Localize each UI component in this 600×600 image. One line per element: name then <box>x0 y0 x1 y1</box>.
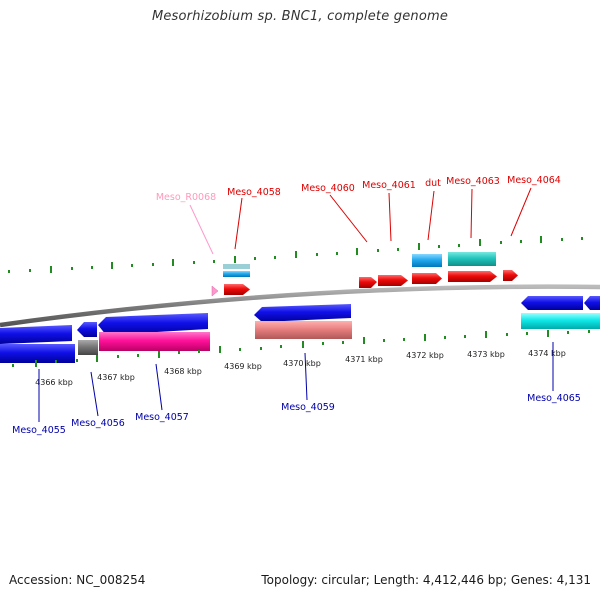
rna-feature-meso-r0068[interactable] <box>211 285 219 297</box>
gene-label[interactable]: Meso_4060 <box>301 183 355 194</box>
feature-meso-4059-track[interactable] <box>255 321 352 339</box>
scale-label: 4370 kbp <box>283 359 321 368</box>
inner-tick-track <box>12 330 590 367</box>
bottom-leader-lines <box>38 342 554 422</box>
feature-meso-4055-track[interactable] <box>0 344 75 363</box>
genome-backbone <box>0 284 600 328</box>
scale-label: 4369 kbp <box>224 362 262 371</box>
gene-label[interactable]: Meso_4058 <box>227 187 281 198</box>
feature-meso-4057-track[interactable] <box>99 332 210 351</box>
gene-meso-4065[interactable] <box>521 296 583 310</box>
gene-meso-4057[interactable] <box>98 313 208 335</box>
top-leader-lines <box>189 187 532 255</box>
genome-title: Mesorhizobium sp. BNC1, complete genome <box>151 9 449 24</box>
gene-label[interactable]: Meso_4059 <box>281 402 335 413</box>
feature-meso-4056-track[interactable] <box>78 340 98 355</box>
gene-dut[interactable] <box>412 273 442 284</box>
reverse-features <box>0 296 600 363</box>
gene-meso-4065-next[interactable] <box>584 296 600 310</box>
gene-label[interactable]: Meso_4057 <box>135 412 189 423</box>
scale-label: 4366 kbp <box>35 378 73 387</box>
feature-meso-4065-track[interactable] <box>521 313 600 329</box>
gene-label[interactable]: Meso_4064 <box>507 175 561 186</box>
scale-label: 4374 kbp <box>528 349 566 358</box>
gene-label[interactable]: dut <box>425 178 441 189</box>
scale-labels: 4366 kbp 4367 kbp 4368 kbp 4369 kbp 4370… <box>35 349 566 387</box>
accession-text: Accession: NC_008254 <box>9 573 146 587</box>
feature-meso-4058-track-1[interactable] <box>223 264 250 269</box>
feature-meso-4058-track-2[interactable] <box>223 271 250 277</box>
top-gene-labels: Meso_R0068 Meso_4058 Meso_4060 Meso_4061… <box>156 175 561 203</box>
gene-label[interactable]: Meso_4065 <box>527 393 581 404</box>
gene-label[interactable]: Meso_4061 <box>362 180 416 191</box>
gene-meso-4064[interactable] <box>503 270 518 281</box>
gene-meso-4055[interactable] <box>0 325 72 344</box>
gene-meso-4059[interactable] <box>254 304 351 322</box>
feature-dut-track[interactable] <box>412 254 442 267</box>
genome-stats-text: Topology: circular; Length: 4,412,446 bp… <box>261 573 591 587</box>
bottom-gene-labels: Meso_4055 Meso_4056 Meso_4057 Meso_4059 … <box>12 393 581 436</box>
scale-label: 4372 kbp <box>406 351 444 360</box>
gene-meso-4061[interactable] <box>378 275 408 286</box>
gene-meso-4056[interactable] <box>77 322 97 337</box>
scale-label: 4373 kbp <box>467 350 505 359</box>
gene-label[interactable]: Meso_4063 <box>446 176 500 187</box>
gene-meso-4063[interactable] <box>448 271 497 282</box>
scale-label: 4371 kbp <box>345 355 383 364</box>
gene-meso-4058[interactable] <box>224 284 250 295</box>
gene-meso-4060[interactable] <box>359 277 377 288</box>
feature-meso-4063-track[interactable] <box>448 252 496 266</box>
scale-label: 4368 kbp <box>164 367 202 376</box>
gene-label[interactable]: Meso_R0068 <box>156 192 216 203</box>
forward-features <box>211 252 518 297</box>
scale-label: 4367 kbp <box>97 373 135 382</box>
outer-tick-track <box>8 236 583 273</box>
gene-label[interactable]: Meso_4056 <box>71 418 125 429</box>
gene-label[interactable]: Meso_4055 <box>12 425 66 436</box>
